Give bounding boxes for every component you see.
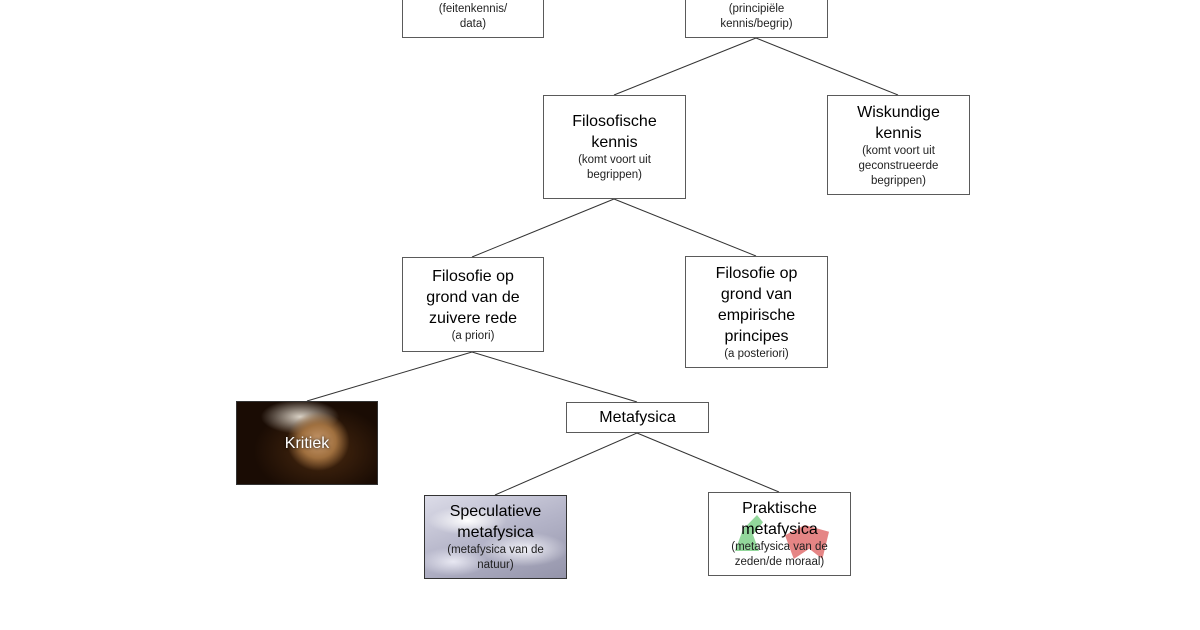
node-wiskundige-kennis-title: Wiskundige kennis <box>857 102 940 144</box>
node-speculatieve-metafysica: Speculatieve metafysica (metafysica van … <box>424 495 567 579</box>
node-wiskundige-kennis: Wiskundige kennis (komt voort uit gecons… <box>827 95 970 195</box>
node-praktische-metafysica: Praktische metafysica (metafysica van de… <box>708 492 851 576</box>
connector-filosofische-to-zuivere-rede <box>472 199 614 257</box>
node-zuivere-rede: Filosofie op grond van de zuivere rede (… <box>402 257 544 352</box>
connector-metafysica-to-speculatieve <box>495 433 637 495</box>
node-principiele-kennis-sub: (principiële kennis/begrip) <box>720 2 792 32</box>
node-principiele-kennis: (principiële kennis/begrip) <box>685 0 828 38</box>
node-praktische-metafysica-title: Praktische metafysica <box>741 498 817 540</box>
node-kritiek-title: Kritiek <box>285 433 329 454</box>
node-metafysica-title: Metafysica <box>599 407 675 428</box>
node-filosofische-kennis-sub: (komt voort uit begrippen) <box>578 153 651 183</box>
node-empirische-principes-title: Filosofie op grond van empirische princi… <box>716 263 798 347</box>
node-zuivere-rede-title: Filosofie op grond van de zuivere rede <box>426 266 519 329</box>
node-empirische-principes: Filosofie op grond van empirische princi… <box>685 256 828 368</box>
node-feitenkennis-sub: (feitenkennis/ data) <box>439 2 507 32</box>
node-zuivere-rede-sub: (a priori) <box>452 329 495 344</box>
connector-zuivere-rede-to-metafysica <box>472 352 637 402</box>
node-speculatieve-metafysica-sub: (metafysica van de natuur) <box>447 543 544 573</box>
connector-zuivere-rede-to-kritiek <box>307 352 472 401</box>
node-filosofische-kennis: Filosofische kennis (komt voort uit begr… <box>543 95 686 199</box>
node-wiskundige-kennis-sub: (komt voort uit geconstrueerde begrippen… <box>859 144 939 189</box>
node-praktische-metafysica-sub: (metafysica van de zeden/de moraal) <box>731 540 828 570</box>
connector-filosofische-to-empirische <box>614 199 756 256</box>
connector-principiele-to-filosofische <box>614 38 756 95</box>
connector-metafysica-to-praktische <box>637 433 779 492</box>
node-kritiek-portrait: Kritiek <box>236 401 378 485</box>
connector-principiele-to-wiskundige <box>756 38 898 95</box>
node-metafysica: Metafysica <box>566 402 709 433</box>
node-feitenkennis: (feitenkennis/ data) <box>402 0 544 38</box>
node-speculatieve-metafysica-title: Speculatieve metafysica <box>450 501 542 543</box>
node-filosofische-kennis-title: Filosofische kennis <box>572 111 656 153</box>
node-empirische-principes-sub: (a posteriori) <box>724 347 789 362</box>
